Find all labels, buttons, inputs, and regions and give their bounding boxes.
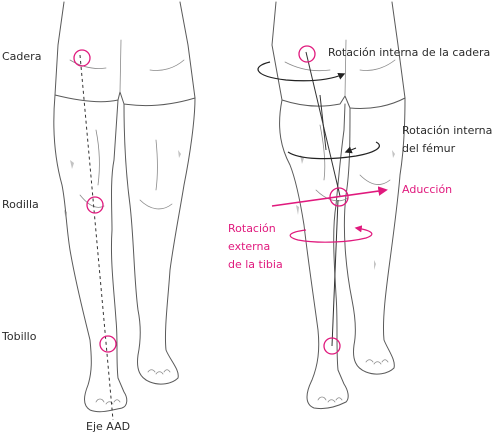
label-rot-ext-tibia-3: de la tibia [228,258,283,271]
left-shorts [54,1,196,107]
label-rot-ext-tibia-1: Rotación [228,222,276,235]
right-ankle-marker [323,337,341,355]
label-rot-int-cadera: Rotación interna de la cadera [328,46,491,59]
tibia-rotation-arrow [289,225,373,243]
right-hip-marker [298,45,316,63]
label-eje: Eje AAD [86,420,131,433]
label-cadera: Cadera [2,50,42,63]
femur-rotation-arrow [287,141,380,160]
right-leg-outline-b [343,97,406,375]
adduction-arrow [271,186,388,207]
label-aduccion: Aducción [402,183,453,196]
label-tobillo: Tobillo [2,330,37,343]
left-ankle-marker [99,335,117,353]
right-leg-outline-a [279,99,349,409]
right-axis-line [319,94,327,151]
left-hip-marker [73,49,91,67]
right-figure [257,1,406,409]
tibia-line [331,199,339,347]
hip-rotation-arrow [257,61,346,82]
right-knee-marker [329,187,349,207]
left-figure [53,1,196,421]
label-rot-int-femur-1: Rotación interna [402,124,493,137]
left-axis-line [79,54,114,421]
label-rot-int-femur-2: del fémur [402,142,456,155]
label-rot-ext-tibia-2: externa [228,240,271,253]
left-leg-outline-b [123,97,196,385]
label-rodilla: Rodilla [2,198,39,211]
left-knee-marker [86,196,104,214]
left-leg-outline-a [53,94,128,413]
